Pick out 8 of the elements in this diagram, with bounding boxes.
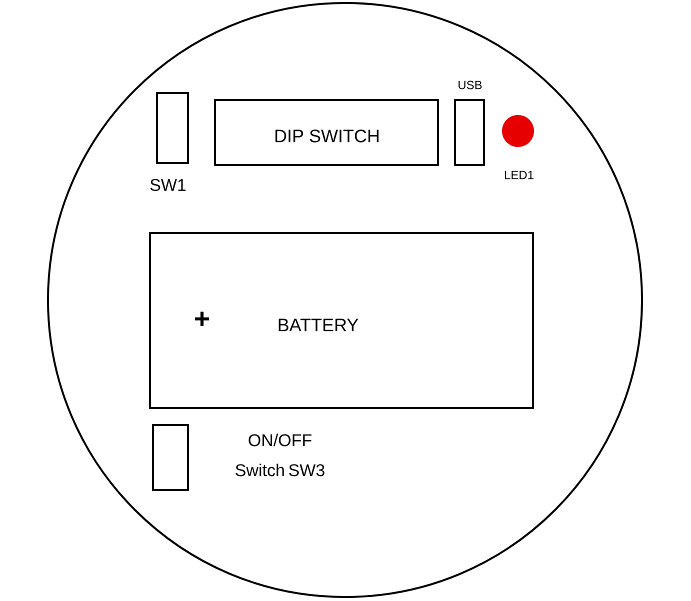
board-outline	[47, 2, 643, 598]
label: LED1	[504, 170, 534, 180]
label: BATTERY	[278, 318, 358, 332]
label: DIP SWITCH	[275, 130, 379, 142]
label: ON/OFF Switch SW3	[236, 434, 324, 476]
plus-sign: +	[195, 312, 210, 326]
label: USB	[458, 80, 482, 90]
label: SW1	[150, 178, 186, 191]
